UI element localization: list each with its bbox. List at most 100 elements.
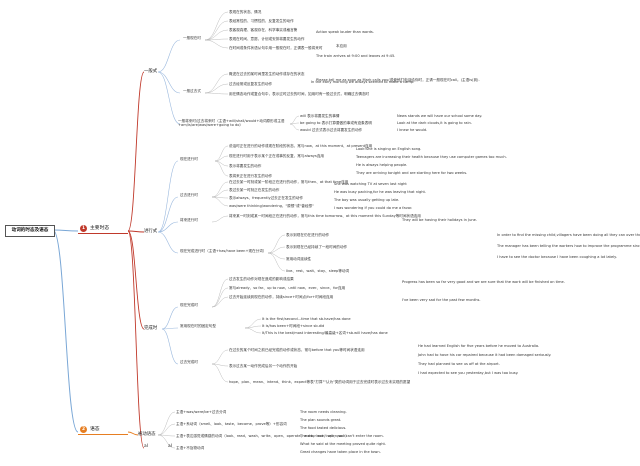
branch-other-2[interactable]: al: [168, 444, 172, 449]
simple-past-items-1[interactable]: 过去经常或反复发生的动作: [229, 82, 273, 86]
connector: [52, 229, 79, 232]
progressive-perf_prog-examples-2[interactable]: I have to see the doctor because I have …: [497, 255, 617, 259]
node-future-progressive[interactable]: 将来进行时: [180, 218, 198, 222]
connector: [157, 411, 176, 436]
simple-past-examples-0[interactable]: In the early morning we always seemed to…: [311, 80, 415, 84]
simple-past_future-examples-1[interactable]: Look at the dark clouds,it is going to r…: [397, 121, 472, 125]
simple-present-items-2[interactable]: 表客观真理、客观存在、科学事实或格言警: [229, 28, 298, 32]
simple-past_future-examples-0[interactable]: News stands we will have our school some…: [397, 114, 483, 118]
branch-simple[interactable]: 一般式: [144, 69, 158, 74]
node-perfect-sentence[interactable]: 常用现在时的固定句型: [180, 324, 216, 328]
voice-examples-5[interactable]: Great changes have taken place in the to…: [300, 450, 381, 454]
simple-past_future-examples-2[interactable]: I knew he would.: [397, 128, 428, 132]
progressive-past-examples-2[interactable]: The boy was usually getting up late.: [334, 198, 400, 202]
voice-items-3[interactable]: 主语+不及物动词: [176, 446, 205, 450]
simple-past-items-0[interactable]: 概述在过去的某时间里发生的动作或存在的状态: [229, 72, 305, 76]
voice-items-1[interactable]: 主语+系动词（smell、look、taste、become、prove等）+形…: [176, 422, 287, 426]
perfect-past-examples-1[interactable]: John had to have his car repaired becaus…: [418, 353, 552, 357]
perfect-present-items-0[interactable]: 过去发生的动作对现在造成的影响或结果: [229, 277, 294, 281]
connector: [161, 327, 179, 330]
simple-past_future-items-1[interactable]: be going to 表示打算要做的事或有迹象表明: [300, 121, 372, 125]
progressive-present-items-0[interactable]: 说话时正在进行的动作或现在阶段的状态，常与now、at this moment、…: [229, 144, 373, 148]
connector: [161, 306, 179, 330]
simple-present-items-3[interactable]: 表现在时间、意愿、计划或安排将要发生的动作: [229, 37, 305, 41]
simple-present-items-4[interactable]: 在时间或条件状语从句中用一般现在时，正谓表一般将来时: [229, 46, 323, 50]
simple-present-items-1[interactable]: 表经常性的、习惯性的、反复发生的动作: [229, 19, 294, 23]
node-past-perfect[interactable]: 过去完成时: [180, 360, 198, 364]
perfect-past-examples-0[interactable]: He had learned English for five years be…: [418, 344, 540, 348]
progressive-present-examples-3[interactable]: They are arriving tonight and are starti…: [356, 171, 468, 175]
branch-perfect[interactable]: 完成时: [144, 326, 158, 331]
node-past-progressive[interactable]: 过去进行时: [180, 193, 198, 197]
perfect-past-examples-3[interactable]: I had expected to see you yesterday,but …: [418, 371, 519, 375]
perfect-past-items-1[interactable]: 表示过去某一动作完成后另一个动作的开始: [229, 364, 298, 368]
progressive-past-items-1[interactable]: 表过去某一时刻正在发生的动作: [229, 188, 280, 192]
progressive-present-examples-0[interactable]: Look!She is singing an English song.: [356, 147, 422, 151]
perfect-past-items-2[interactable]: hope、plan、mean、intend、think、expect等表"打算"…: [229, 380, 411, 384]
progressive-present-items-3[interactable]: 表将来正在进行发生的动作: [229, 174, 273, 178]
progressive-present-items-1[interactable]: 现在进行时用于表示某个正在或事的反复，常与always连用: [229, 154, 324, 158]
perfect-present-examples-1[interactable]: I've been very sad for the past few mont…: [402, 298, 481, 302]
simple-present-items-0[interactable]: 表现在的状态、情况: [229, 10, 262, 14]
simple-present-examples-0[interactable]: Action speak louder than words.: [316, 30, 374, 34]
progressive-present-examples-1[interactable]: Teenagers are increasing their health be…: [356, 155, 507, 159]
simple-present-examples-1[interactable]: The train arrives at 9:00 and leaves at …: [316, 54, 396, 58]
progressive-perf_prog-items-0[interactable]: 表示到现在仍在进行的动作: [286, 233, 330, 237]
connector: [157, 71, 181, 125]
progressive-past-examples-0[interactable]: She was watching TV at seven last night: [334, 182, 407, 186]
connector: [244, 318, 262, 329]
simple-present-examples-2[interactable]: Please tell me as soon as Mark calls you…: [316, 78, 480, 82]
voice-examples-0[interactable]: The room needs cleaning.: [300, 410, 347, 414]
perfect-sentence-items-1[interactable]: It is/has been+时间段+since sb.did: [262, 324, 325, 328]
progressive-past-examples-3[interactable]: I was wondering if you could do me a fav…: [334, 206, 413, 210]
connector: [211, 189, 229, 198]
node-present-progressive[interactable]: 现在进行时: [180, 157, 198, 161]
root-node[interactable]: 动词的时态及语态: [5, 225, 55, 237]
perfect-past-examples-2[interactable]: They had planned to see us off at the ai…: [418, 362, 500, 366]
node-simple-past[interactable]: 一般过去式: [183, 89, 201, 93]
progressive-future-items-0[interactable]: 将来某一时刻或某一时间段正在进行的动作，常与this time tomorrow…: [229, 214, 421, 218]
perfect-past-items-0[interactable]: 在过去的某个时间之前已经完成的动作或状态，常与before that you等时…: [229, 348, 365, 352]
voice-items-0[interactable]: 主语+was/were/be+过去分词: [176, 410, 227, 414]
connector: [214, 145, 229, 162]
progressive-perf_prog-examples-1[interactable]: The manager has been telling the workers…: [497, 244, 640, 248]
progressive-past-items-0[interactable]: 在过去某一时刻或某一阶段正在进行的动作，常与then、at that time连…: [229, 180, 349, 184]
branch-progressive[interactable]: 进行式: [144, 229, 158, 234]
node-present-perfect[interactable]: 现在完成时: [180, 303, 198, 307]
progressive-perf_prog-examples-0[interactable]: In order to find the missing child,villa…: [497, 233, 640, 237]
progressive-present-items-2[interactable]: 表示将要发生的动作: [229, 164, 262, 168]
simple-present-note-0[interactable]: 本应用: [336, 44, 347, 48]
progressive-present-examples-2[interactable]: He is always helping people.: [356, 163, 408, 167]
node-simple-present[interactable]: 一般现在时: [183, 36, 201, 40]
progressive-past-items-2[interactable]: 表示always、frequently过去正在发生的动作: [229, 196, 303, 200]
perfect-sentence-items-0[interactable]: It is the first/second...time that sb.ha…: [262, 317, 351, 321]
perfect-sentence-items-2[interactable]: It/This is the best/most interesting/最高级…: [262, 331, 388, 335]
perfect-present-items-2[interactable]: 过去开始延续到现在的动作，持续since+时间点/for+时间段连用: [229, 295, 334, 299]
simple-past_future-items-0[interactable]: will 表示将要发生的事情: [300, 114, 340, 118]
connector: [214, 160, 229, 167]
voice-examples-1[interactable]: The plan sounds great.: [300, 418, 342, 422]
simple-past-items-2[interactable]: 用在情态动作或复合句中，表示过时过去的时间，如用时有一般过去式，明确过去情态时: [229, 92, 370, 96]
progressive-future-examples-0[interactable]: They will be having their holidays in Ju…: [402, 218, 477, 222]
voice-examples-4[interactable]: What he said at the meeting proved quite…: [300, 442, 387, 446]
voice-examples-3[interactable]: The door won't open,so I can't enter the…: [300, 434, 384, 438]
branch-other-1[interactable]: al: [144, 444, 148, 449]
progressive-perf_prog-items-3[interactable]: live、rest、wait、stay、sleep等动词: [286, 269, 350, 273]
node-simple-future[interactable]: 一般将来时/过去将来时（主语+will/shall/would+动词原形或主语+…: [178, 119, 285, 128]
branch-voice[interactable]: 被动语态: [138, 432, 156, 437]
perfect-present-items-1[interactable]: 常与already、so far、up to now、until now、eve…: [229, 286, 346, 290]
voice-items-2[interactable]: 主语+表达感觉或情感的动词（look、read、wash、write、open、…: [176, 434, 350, 438]
connector: [161, 328, 179, 365]
connector: [204, 38, 229, 41]
perfect-present-examples-0[interactable]: Progress has been so far very good and w…: [402, 280, 565, 284]
voice-examples-2[interactable]: The food tasted delicious.: [300, 426, 347, 430]
progressive-past-examples-1[interactable]: He was busy packing,for he was leaving t…: [334, 190, 427, 194]
connector: [127, 230, 145, 233]
progressive-perf_prog-items-2[interactable]: 常用动词延续性: [286, 257, 312, 261]
simple-past_future-items-2[interactable]: would 过去式表示过去将要发生的动作: [300, 128, 363, 132]
progressive-past-items-3[interactable]: was/were thinking/wondering，"原想"或"曾经想": [229, 204, 314, 208]
progressive-perf_prog-items-1[interactable]: 表示到现在已经持续了一段时间的动作: [286, 245, 348, 249]
node-perfect-progressive[interactable]: 现在完成进行时（主语+has/have been+现在分词）: [180, 249, 267, 253]
